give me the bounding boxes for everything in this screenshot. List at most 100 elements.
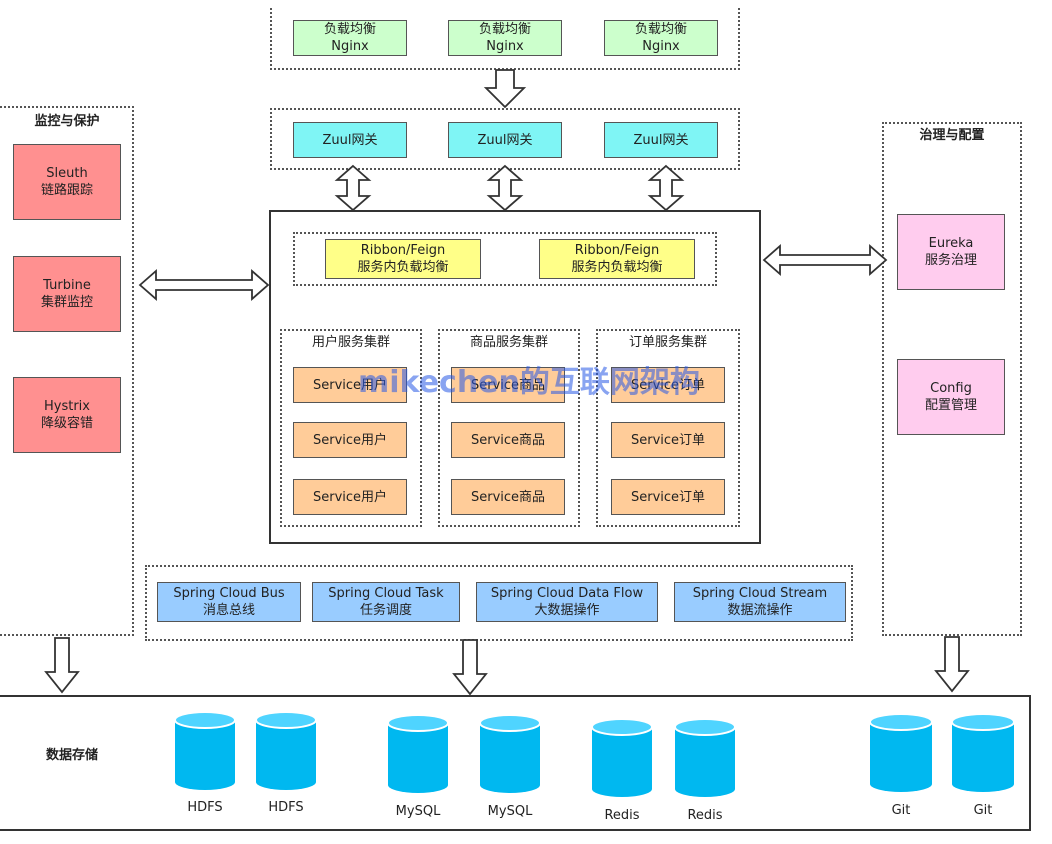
eureka-line1: Eureka [928, 236, 974, 251]
ribbon-feign-2: Ribbon/Feign 服务内负载均衡 [539, 239, 695, 279]
nginx-lb-1: 负载均衡 Nginx [293, 20, 407, 56]
service-user-2: Service用户 [293, 422, 407, 458]
nginx-lb-3-line2: Nginx [642, 39, 680, 54]
db-label-git-1: Git [891, 803, 911, 818]
nginx-lb-3-line1: 负载均衡 [634, 22, 687, 37]
ribbon-feign-1: Ribbon/Feign 服务内负载均衡 [325, 239, 481, 279]
service-user-3-label: Service用户 [312, 489, 388, 505]
nginx-lb-2-line2: Nginx [486, 39, 524, 54]
down-arrow-spring-to-storage [452, 639, 488, 696]
service-product-1: Service商品 [451, 367, 565, 403]
down-arrow-governance-to-storage [934, 636, 970, 693]
turbine-box: Turbine 集群监控 [13, 256, 121, 332]
ribbon-feign-2-line1: Ribbon/Feign [574, 243, 660, 258]
db-label-mysql-2: MySQL [487, 804, 533, 819]
db-label-mysql-1: MySQL [395, 804, 441, 819]
spring-cloud-bus-line2: 消息总线 [202, 603, 255, 618]
spring-cloud-data-flow: Spring Cloud Data Flow 大数据操作 [476, 582, 658, 622]
nginx-lb-1-line2: Nginx [331, 39, 369, 54]
database-icon-git-1 [869, 713, 933, 792]
database-icon-hdfs-1 [174, 711, 236, 790]
service-product-3: Service商品 [451, 479, 565, 515]
storage-title: 数据存储 [45, 748, 98, 763]
governance-title: 治理与配置 [919, 128, 985, 143]
spring-cloud-task-line1: Spring Cloud Task [328, 586, 444, 601]
db-label-git-2: Git [973, 803, 993, 818]
down-arrow-nginx-to-zuul [483, 69, 527, 109]
zuul-gateway-3: Zuul网关 [604, 122, 718, 158]
hystrix-line1: Hystrix [44, 399, 90, 414]
db-label-redis-2: Redis [687, 808, 723, 823]
hystrix-box: Hystrix 降级容错 [13, 377, 121, 453]
service-user-1: Service用户 [293, 367, 407, 403]
zuul-gateway-2: Zuul网关 [448, 122, 562, 158]
database-icon-hdfs-2 [255, 711, 317, 790]
service-product-2: Service商品 [451, 422, 565, 458]
governance-panel [882, 122, 1022, 636]
spring-cloud-data-flow-line2: 大数据操作 [534, 603, 600, 618]
service-order-1-label: Service订单 [630, 377, 706, 393]
sleuth-line2: 链路跟踪 [40, 183, 93, 198]
ribbon-feign-1-line2: 服务内负载均衡 [357, 260, 449, 275]
db-label-redis-1: Redis [604, 808, 640, 823]
service-order-3-label: Service订单 [630, 489, 706, 505]
spring-cloud-layer [145, 565, 853, 641]
double-arrow-zuul-2 [486, 164, 524, 212]
service-order-1: Service订单 [611, 367, 725, 403]
service-order-2: Service订单 [611, 422, 725, 458]
spring-cloud-stream-line2: 数据流操作 [727, 603, 793, 618]
watermark: mikechen的互联网架构 [358, 365, 700, 400]
sleuth-line1: Sleuth [46, 166, 88, 181]
nginx-lb-1-line1: 负载均衡 [323, 22, 376, 37]
eureka-line2: 服务治理 [924, 253, 977, 268]
ribbon-layer [293, 232, 717, 286]
database-icon-redis-1 [591, 718, 653, 797]
zuul-gateway-2-label: Zuul网关 [477, 132, 533, 148]
db-label-hdfs-1: HDFS [187, 800, 223, 815]
service-product-1-label: Service商品 [470, 377, 546, 393]
double-arrow-governance [762, 244, 888, 276]
zuul-gateway-3-label: Zuul网关 [633, 132, 689, 148]
hystrix-line2: 降级容错 [40, 416, 93, 431]
turbine-line2: 集群监控 [40, 295, 93, 310]
cluster-product [438, 329, 580, 527]
cluster-user-title: 用户服务集群 [311, 335, 390, 350]
cluster-product-title: 商品服务集群 [469, 335, 548, 350]
database-icon-git-2 [951, 713, 1015, 792]
service-user-2-label: Service用户 [312, 432, 388, 448]
double-arrow-zuul-3 [647, 164, 685, 212]
nginx-layer [270, 8, 740, 70]
double-arrow-monitoring [138, 269, 270, 301]
service-order-3: Service订单 [611, 479, 725, 515]
ribbon-feign-2-line2: 服务内负载均衡 [571, 260, 663, 275]
eureka-box: Eureka 服务治理 [897, 214, 1005, 290]
turbine-line1: Turbine [43, 278, 91, 293]
spring-cloud-bus-line1: Spring Cloud Bus [173, 586, 285, 601]
service-user-1-label: Service用户 [312, 377, 388, 393]
service-user-3: Service用户 [293, 479, 407, 515]
monitoring-panel [0, 106, 134, 636]
zuul-gateway-1-label: Zuul网关 [322, 132, 378, 148]
spring-cloud-task: Spring Cloud Task 任务调度 [312, 582, 460, 622]
config-line2: 配置管理 [924, 398, 977, 413]
spring-cloud-data-flow-line1: Spring Cloud Data Flow [490, 586, 644, 601]
down-arrow-monitoring-to-storage [44, 637, 80, 694]
cluster-user [280, 329, 422, 527]
ribbon-feign-1-line1: Ribbon/Feign [360, 243, 446, 258]
double-arrow-zuul-1 [334, 164, 372, 212]
monitoring-title: 监控与保护 [34, 114, 100, 129]
database-icon-mysql-2 [479, 714, 541, 793]
service-product-2-label: Service商品 [470, 432, 546, 448]
spring-cloud-stream-line1: Spring Cloud Stream [692, 586, 828, 601]
db-label-hdfs-2: HDFS [268, 800, 304, 815]
database-icon-mysql-1 [387, 714, 449, 793]
spring-cloud-stream: Spring Cloud Stream 数据流操作 [674, 582, 846, 622]
sleuth-box: Sleuth 链路跟踪 [13, 144, 121, 220]
service-order-2-label: Service订单 [630, 432, 706, 448]
cluster-order-title: 订单服务集群 [628, 335, 707, 350]
spring-cloud-bus: Spring Cloud Bus 消息总线 [157, 582, 301, 622]
service-product-3-label: Service商品 [470, 489, 546, 505]
spring-cloud-task-line2: 任务调度 [359, 603, 412, 618]
database-icon-redis-2 [674, 718, 736, 797]
